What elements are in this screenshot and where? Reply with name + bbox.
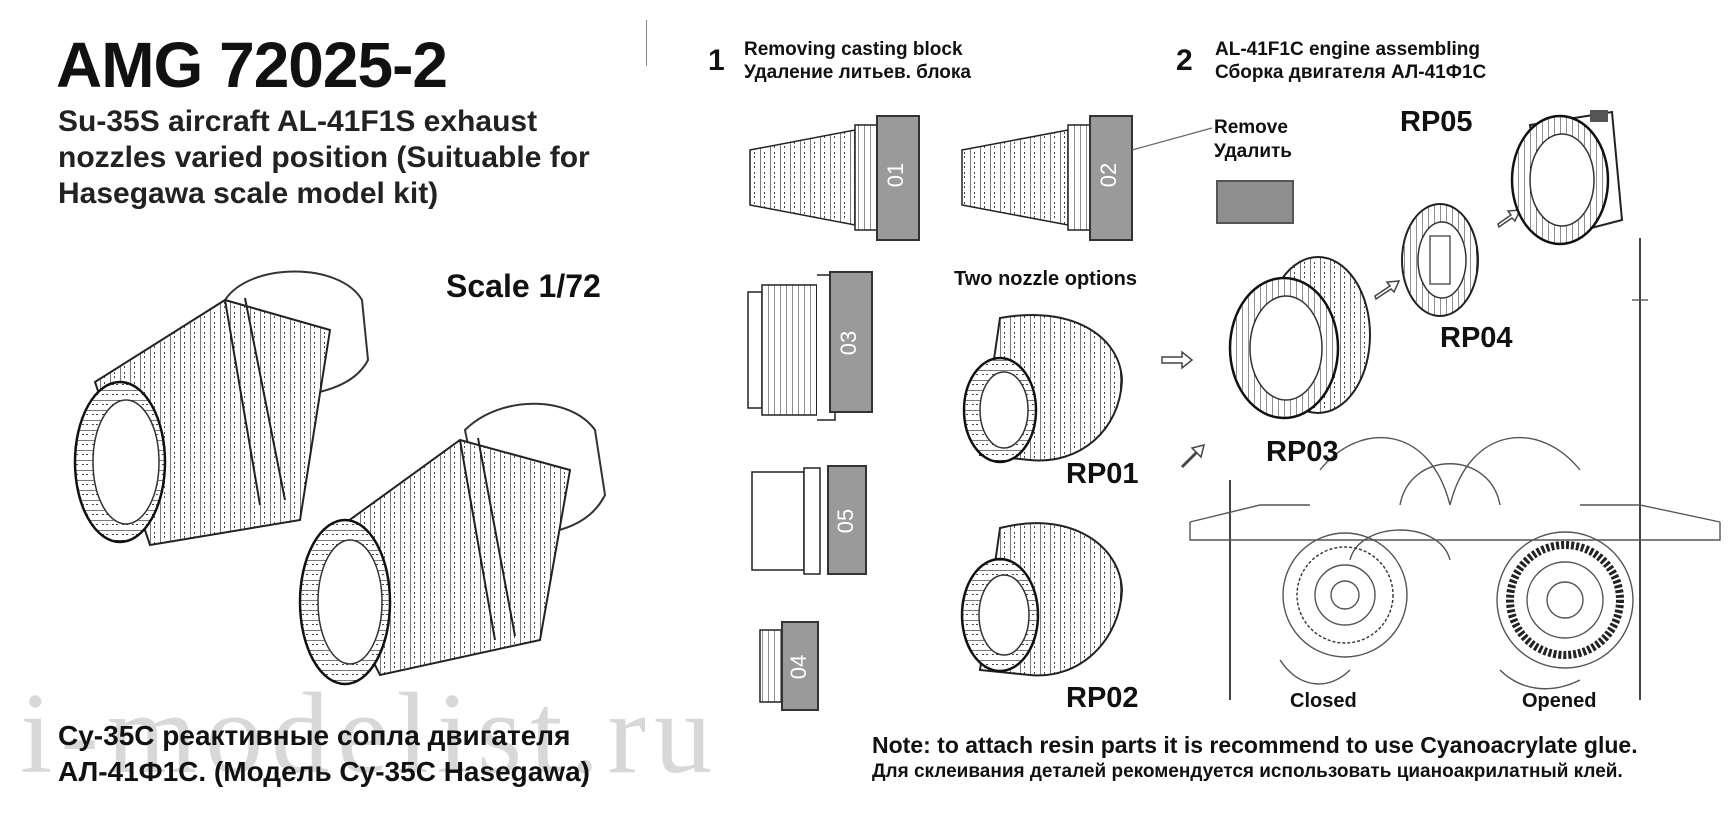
step-2-number: 2	[1176, 44, 1193, 77]
casting-block-02-label: 02	[1096, 162, 1122, 188]
label-rp03: RP03	[1266, 436, 1339, 468]
two-nozzle-options-label: Two nozzle options	[954, 268, 1137, 290]
nozzle-rp01	[962, 313, 1124, 464]
product-subtitle: Su-35S aircraft AL-41F1S exhaust nozzles…	[58, 105, 590, 210]
label-rp01: RP01	[1066, 458, 1139, 490]
closed-label: Closed	[1290, 690, 1357, 712]
watermark: i-modelist.ru	[20, 670, 721, 798]
step-2-text-en: AL-41F1C engine assembling	[1215, 39, 1481, 60]
note-russian: Для склеивания деталей рекомендуется исп…	[872, 761, 1623, 782]
scale-label: Scale 1/72	[446, 268, 601, 304]
opened-label: Opened	[1522, 690, 1597, 712]
part-rp03	[1228, 256, 1371, 420]
remove-swatch	[1216, 180, 1294, 224]
casting-block-01	[749, 115, 920, 241]
label-rp04: RP04	[1440, 322, 1513, 354]
casting-block-01-label: 01	[883, 162, 909, 188]
remove-legend-en: Remove	[1214, 117, 1288, 138]
remove-legend-ru: Удалить	[1214, 141, 1292, 162]
hero-nozzle-2	[298, 402, 607, 686]
step-1-number: 1	[708, 44, 725, 77]
step-2-text: AL-41F1C engine assembling Сборка двигат…	[1215, 38, 1486, 84]
casting-block-03	[747, 271, 873, 421]
step-1-text-ru: Удаление литьев. блока	[744, 62, 971, 83]
step-1-text: Removing casting block Удаление литьев. …	[744, 38, 971, 84]
casting-block-03-label: 03	[836, 330, 862, 356]
casting-block-05	[751, 465, 867, 575]
casting-block-04	[759, 621, 819, 711]
part-rp05	[1510, 110, 1624, 246]
casting-block-04-label: 04	[786, 654, 812, 680]
step-2-text-ru: Сборка двигателя АЛ-41Ф1С	[1215, 62, 1487, 83]
label-rp05: RP05	[1400, 106, 1473, 138]
note-english: Note: to attach resin parts it is recomm…	[872, 732, 1638, 758]
aircraft-rear-view	[1189, 238, 1721, 700]
casting-block-05-label: 05	[833, 508, 859, 534]
label-rp02: RP02	[1066, 682, 1139, 714]
product-code-title: AMG 72025-2	[56, 29, 448, 101]
assembly-arrows	[1161, 209, 1522, 469]
russian-title: Су-35С реактивные сопла двигателя АЛ-41Ф…	[58, 720, 590, 787]
remove-legend: Remove Удалить	[1214, 116, 1292, 164]
casting-block-02	[961, 115, 1213, 241]
part-rp04	[1401, 203, 1479, 317]
divider-line	[646, 20, 647, 66]
step-1-text-en: Removing casting block	[744, 39, 963, 60]
hero-nozzle-1	[73, 270, 370, 547]
nozzle-rp02	[960, 522, 1124, 677]
